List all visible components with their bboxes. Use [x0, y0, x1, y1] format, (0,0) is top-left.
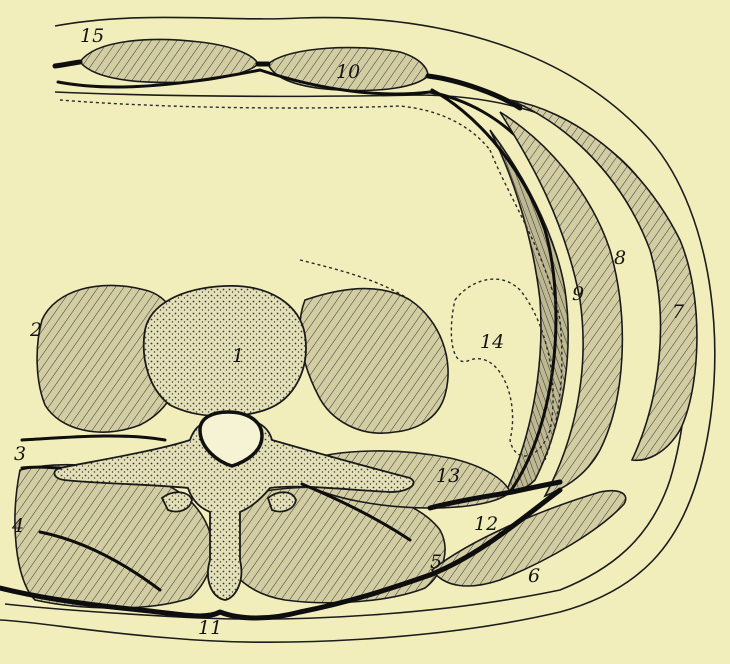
transverse-process-left — [162, 492, 192, 511]
label-6: 6 — [528, 565, 540, 587]
label-11: 11 — [198, 617, 222, 639]
fascia-left-lower — [22, 467, 60, 468]
label-4: 4 — [11, 515, 24, 537]
label-12: 12 — [474, 513, 498, 535]
peritoneum-dashed-top — [60, 100, 490, 150]
label-1: 1 — [232, 345, 244, 367]
label-2: 2 — [29, 319, 42, 341]
label-14: 14 — [480, 331, 504, 353]
label-8: 8 — [614, 247, 626, 269]
label-13: 13 — [436, 465, 460, 487]
vertebral-body — [144, 286, 306, 416]
label-9: 9 — [572, 283, 584, 305]
label-15: 15 — [80, 25, 104, 47]
label-7: 7 — [672, 301, 685, 323]
label-10: 10 — [336, 61, 360, 83]
fascia-left-upper — [22, 436, 165, 440]
muscle-2-right — [300, 289, 448, 434]
label-3: 3 — [14, 443, 26, 465]
label-5: 5 — [430, 551, 442, 573]
